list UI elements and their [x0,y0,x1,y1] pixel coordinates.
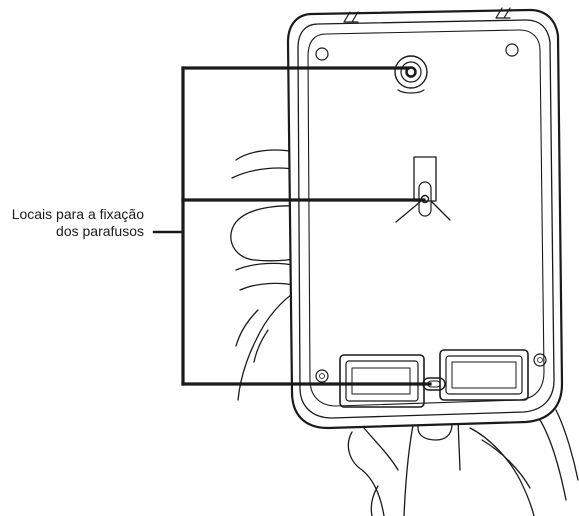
top-screw-hole [394,55,428,94]
callout-label: Locais para a fixação dos parafusos [0,206,144,240]
device-back [286,7,564,430]
callout-label-line2: dos parafusos [56,223,144,239]
callout-label-line1: Locais para a fixação [11,206,144,222]
callout-leader-lines [152,66,432,386]
keyhole-slot [395,156,451,223]
